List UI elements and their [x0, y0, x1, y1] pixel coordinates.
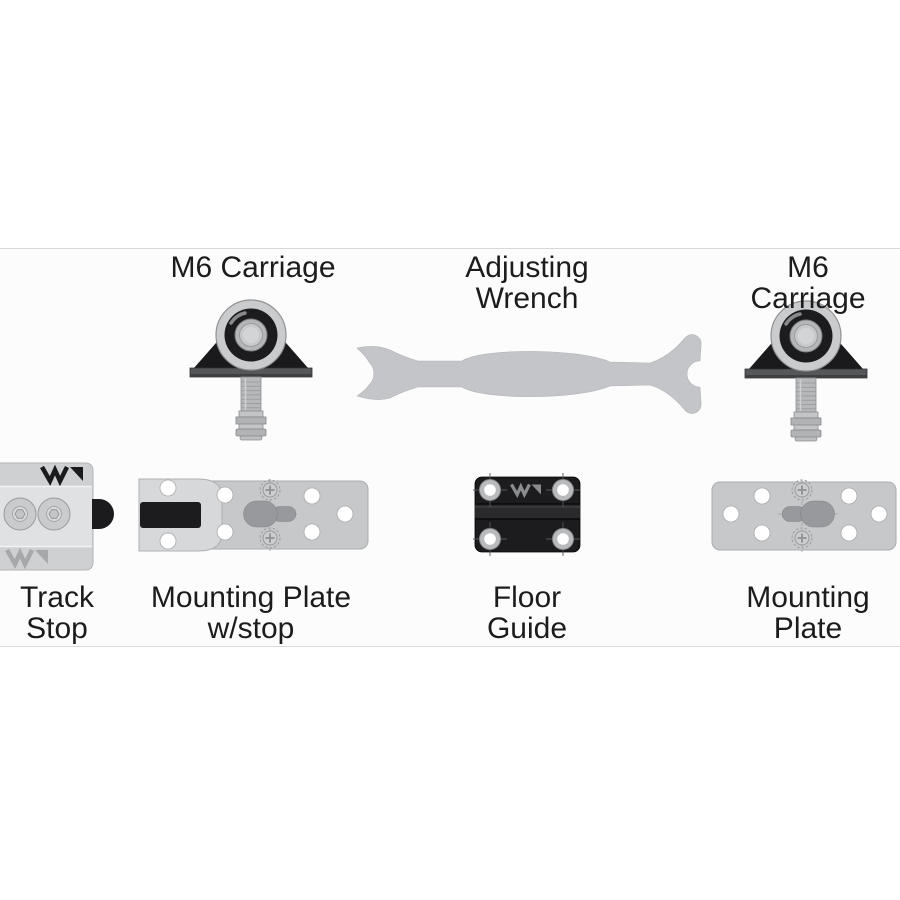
mounting-plate-w-stop-illustration [138, 478, 369, 552]
screw-hole [840, 524, 858, 542]
part-label-mounting-plate-w-stop: Mounting Plate w/stop [150, 581, 352, 645]
grommet-hole [479, 528, 501, 550]
part-label-adjusting-wrench: Adjusting Wrench [465, 251, 589, 315]
screw-hole [722, 505, 740, 523]
part-label-mounting-plate: Mounting Plate [746, 581, 870, 645]
screw-hole [159, 479, 177, 497]
grommet-hole [479, 479, 501, 501]
hex-screw-icon [3, 497, 37, 531]
screw-hole [216, 523, 234, 541]
keyhole-slot [243, 500, 297, 528]
floor-guide-illustration [473, 473, 581, 556]
keyhole-slot [781, 500, 835, 528]
adjusting-wrench-illustration [356, 334, 702, 414]
wrench-silhouette [356, 334, 702, 414]
hex-screw-icon [37, 497, 71, 531]
grommet-hole [552, 479, 574, 501]
screw-hole [159, 532, 177, 550]
grommet-hole [552, 528, 574, 550]
m6-carriage-right-illustration [743, 299, 869, 443]
screw-hole [840, 487, 858, 505]
track-stop-illustration [0, 462, 114, 571]
part-label-track-stop: Track Stop [20, 581, 94, 645]
part-label-m6-carriage-right: M6 Carriage [750, 251, 866, 315]
screw-hole [303, 523, 321, 541]
screw-hole [336, 505, 354, 523]
mounting-plate-illustration [711, 479, 897, 552]
content-band [0, 248, 900, 647]
part-label-floor-guide: Floor Guide [486, 581, 568, 645]
rubber-bumper [92, 499, 114, 529]
m6-carriage-left-illustration [188, 298, 314, 442]
screw-hole [303, 487, 321, 505]
screw-hole [870, 505, 888, 523]
rubber-stop-pad [140, 502, 201, 528]
screw-hole [753, 487, 771, 505]
screw-hole [753, 524, 771, 542]
screw-hole [216, 486, 234, 504]
part-label-m6-carriage-left: M6 Carriage [170, 251, 336, 284]
